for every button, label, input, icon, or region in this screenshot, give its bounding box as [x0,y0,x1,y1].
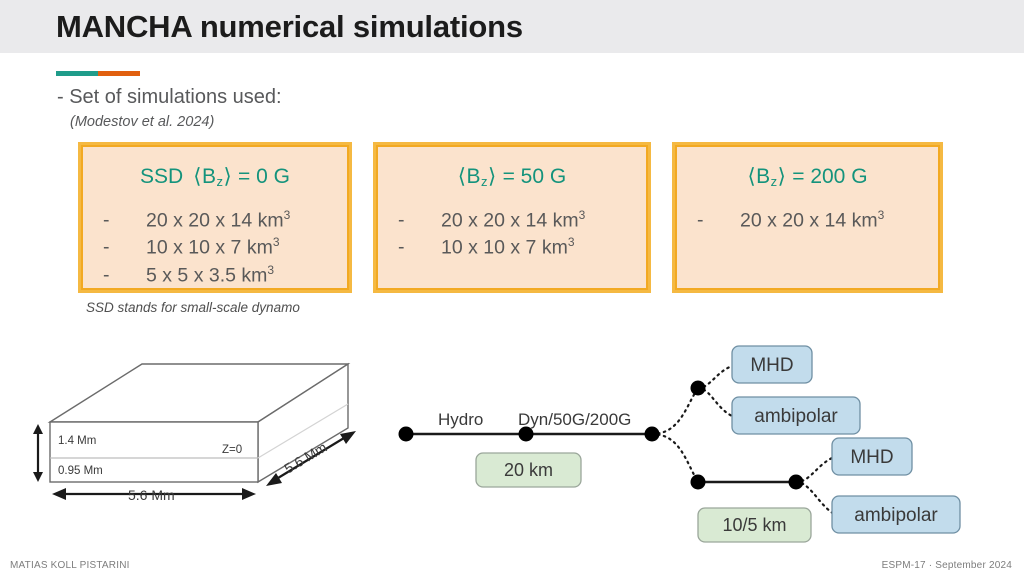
ssd-footnote: SSD stands for small-scale dynamo [86,300,300,315]
list-item: -20 x 20 x 14 km3 [398,208,586,232]
accent-bar-teal-segment [56,71,98,76]
page-title: MANCHA numerical simulations [56,9,523,44]
tree-node-hydro [518,426,534,442]
tree-label-hydro: Hydro [438,410,483,429]
sim-box-3-list: -20 x 20 x 14 km3 [677,207,938,234]
sim-box-50g: ⟨Bz⟩ = 50 G -20 x 20 x 14 km3 -10 x 10 x… [376,145,648,290]
tree-edge-lower-mhd [794,456,834,484]
sim-box-1-title: SSD ⟨Bz⟩ = 0 G [83,164,347,189]
list-item: -10 x 10 x 7 km3 [398,235,575,259]
tree-resolution-label-bottom: 10/5 km [722,515,786,535]
simulation-tree-diagram: Hydro Dyn/50G/200G 20 km 10/5 km MHD amb… [398,345,961,543]
tree-leaf-label-ambipolar-bottom: ambipolar [854,505,938,526]
footer-event: ESPM-17 · September 2024 [881,560,1012,571]
sim-box-3-bz: ⟨Bz⟩ [747,165,787,189]
cube-front-face [49,421,259,483]
sim-box-1-bz: ⟨Bz⟩ [193,165,233,189]
tree-leaf-box-ambipolar-top [731,396,861,435]
cube-z-zero-line-side [257,403,349,459]
tree-node-lower-branch [690,474,706,490]
tree-leaf-label-ambipolar-top: ambipolar [754,406,838,427]
intro-bullet-text: - Set of simulations used: [57,86,282,108]
sim-box-2-list: -20 x 20 x 14 km3 -10 x 10 x 7 km3 [378,207,646,262]
cube-width-arrow-head-left [52,488,66,500]
cube-label-z-zero: Z=0 [222,444,242,456]
sim-box-2-title: ⟨Bz⟩ = 50 G [378,164,646,189]
cube-height-arrow-head-down [33,472,43,482]
list-item: -5 x 5 x 3.5 km3 [103,262,275,287]
tree-leaf-label-mhd-top: MHD [750,355,793,376]
list-item: -20 x 20 x 14 km3 [103,208,291,232]
tree-resolution-box-bottom [697,507,812,543]
list-item: -20 x 20 x 14 km3 [697,208,885,232]
cube-label-width: 5.6 Mm [128,487,175,503]
accent-bar-orange-segment [98,71,140,76]
cube-width-arrow-head-right [242,488,256,500]
sim-box-3-title: ⟨Bz⟩ = 200 G [677,164,938,189]
tree-resolution-box-top [475,452,582,488]
header-band [0,0,1024,53]
cube-label-upper-layer: 1.4 Mm [58,435,96,447]
tree-label-dyn: Dyn/50G/200G [518,410,631,429]
cube-depth-arrow-head-lower [266,473,282,486]
tree-node-root [398,426,414,442]
tree-node-dyn [644,426,660,442]
tree-edge-lower-split [650,432,700,484]
tree-leaf-box-mhd-bottom [831,437,913,476]
tree-edge-upper-split [650,386,700,436]
sim-box-2-bz: ⟨Bz⟩ [457,165,497,189]
tree-node-lower-resolution [788,474,804,490]
accent-bar [56,71,140,76]
cube-height-arrow-head-up [33,424,43,434]
tree-leaf-label-mhd-bottom: MHD [850,447,893,468]
sim-box-200g: ⟨Bz⟩ = 200 G -20 x 20 x 14 km3 [675,145,940,290]
tree-edge-upper-mhd [696,364,734,390]
sim-box-2-equals: = 50 G [502,165,567,188]
tree-leaf-box-ambipolar-bottom [831,495,961,534]
tree-node-upper-branch [690,380,706,396]
sim-box-ssd-0g: SSD ⟨Bz⟩ = 0 G -20 x 20 x 14 km3 -10 x 10… [81,145,349,290]
tree-edge-upper-ambipolar [696,386,734,418]
sim-box-1-prefix: SSD [140,165,184,188]
list-item: -10 x 10 x 7 km3 [103,235,280,259]
cube-label-lower-layer: 0.95 Mm [58,465,103,477]
footer-author: MATIAS KOLL PISTARINI [10,560,130,571]
cube-depth-arrow-head-upper [340,431,356,444]
sim-box-1-list: -20 x 20 x 14 km3 -10 x 10 x 7 km3 -5 x … [83,207,347,289]
sim-box-1-equals: = 0 G [238,165,290,188]
tree-resolution-label-top: 20 km [504,460,553,480]
tree-leaf-box-mhd-top [731,345,813,384]
cube-depth-arrow-shaft [277,437,345,479]
sim-box-3-equals: = 200 G [792,165,868,188]
simulation-domain-cube: 1.4 Mm 0.95 Mm Z=0 5.6 Mm 5.6 Mm [33,362,356,503]
intro-reference-text: (Modestov et al. 2024) [70,114,215,130]
